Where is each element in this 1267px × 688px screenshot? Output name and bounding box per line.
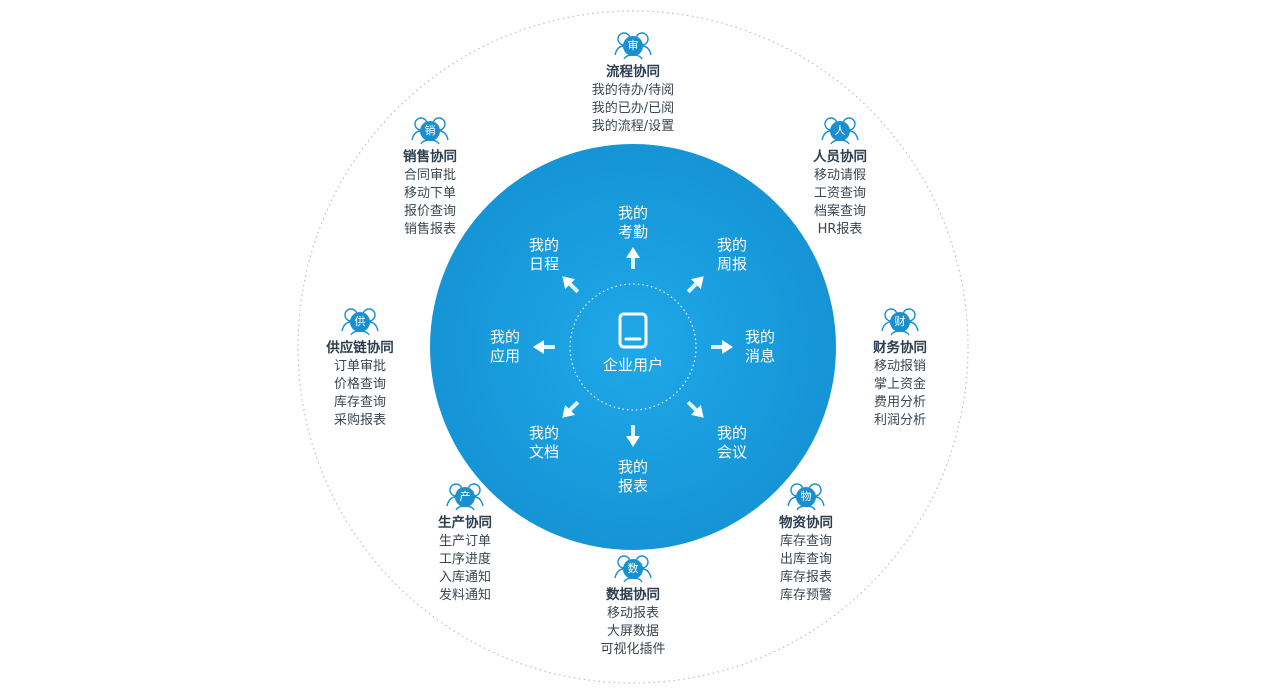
node-title: 销售协同 [403, 149, 457, 165]
node-badge: 销 [424, 124, 436, 137]
node-item: 订单审批 [333, 359, 386, 374]
arrow-icon [686, 400, 704, 418]
node-badge: 审 [627, 39, 639, 52]
node-item: 库存预警 [779, 588, 832, 603]
node-item: 价格查询 [333, 377, 386, 392]
node-item: 生产订单 [438, 534, 491, 549]
node-item: 移动请假 [813, 168, 866, 183]
people-group-icon: 人 [820, 112, 860, 146]
node-item: 库存报表 [779, 570, 832, 585]
node-item: 采购报表 [333, 413, 386, 428]
node-item: 我的已办/已阅 [591, 101, 675, 116]
node-title: 生产协同 [438, 515, 492, 531]
spoke-label: 报表 [618, 477, 648, 495]
node-badge: 数 [627, 562, 639, 575]
node-item: 工序进度 [438, 552, 491, 567]
spoke-label: 我的 [618, 204, 648, 222]
node-badge: 物 [800, 490, 812, 503]
collab-node: 审流程协同我的待办/待阅我的已办/已阅我的流程/设置 [563, 27, 703, 136]
node-item: 合同审批 [403, 168, 456, 183]
node-item: 移动报表 [606, 606, 659, 621]
node-item: 掌上资金 [873, 377, 926, 392]
spoke-label: 周报 [717, 255, 747, 273]
arrow-icon [626, 425, 640, 447]
people-group-icon: 销 [410, 112, 450, 146]
spoke-label: 文档 [529, 443, 559, 461]
spoke-label: 我的 [618, 458, 648, 476]
people-group-icon: 物 [786, 478, 826, 512]
node-title: 物资协同 [779, 515, 833, 531]
arrow-icon [562, 276, 580, 294]
people-group-icon: 财 [880, 303, 920, 337]
people-group-icon: 数 [613, 550, 653, 584]
collab-node: 产生产协同生产订单工序进度入库通知发料通知 [395, 478, 535, 605]
node-item: 利润分析 [873, 413, 926, 428]
spoke-label: 会议 [717, 443, 747, 461]
collab-node: 财财务协同移动报销掌上资金费用分析利润分析 [830, 303, 970, 430]
spoke-label: 我的 [717, 424, 747, 442]
node-item: 我的待办/待阅 [591, 83, 675, 98]
node-badge: 人 [834, 124, 846, 137]
spoke-label: 应用 [490, 347, 520, 365]
node-badge: 产 [459, 490, 471, 503]
node-item: 费用分析 [873, 395, 926, 410]
node-item: 报价查询 [403, 204, 456, 219]
node-item: HR报表 [817, 222, 863, 237]
spoke-label: 考勤 [618, 223, 648, 241]
tablet-icon [618, 312, 648, 349]
spoke-label: 我的 [490, 328, 520, 346]
center-label: 企业用户 [603, 356, 663, 374]
people-group-icon: 产 [445, 478, 485, 512]
collab-node: 人人员协同移动请假工资查询档案查询 HR报表 [770, 112, 910, 239]
collab-node: 数数据协同移动报表大屏数据可视化插件 [563, 550, 703, 659]
spoke-label: 我的 [529, 424, 559, 442]
node-item: 发料通知 [438, 588, 491, 603]
node-title: 人员协同 [813, 149, 867, 165]
node-item: 移动报销 [873, 359, 926, 374]
outer-dotted-ring [297, 10, 969, 684]
node-item: 出库查询 [779, 552, 832, 567]
spoke-label: 日程 [529, 255, 559, 273]
node-item: 档案查询 [813, 204, 866, 219]
node-item: 销售报表 [403, 222, 456, 237]
node-title: 财务协同 [873, 340, 927, 356]
node-badge: 财 [894, 315, 906, 328]
collab-node: 物物资协同库存查询出库查询库存报表库存预警 [736, 478, 876, 605]
node-item: 库存查询 [779, 534, 832, 549]
collab-node: 销销售协同合同审批移动下单报价查询销售报表 [360, 112, 500, 239]
people-group-icon: 供 [340, 303, 380, 337]
inner-dotted-circle [569, 283, 697, 411]
node-item: 大屏数据 [606, 624, 659, 639]
node-item: 移动下单 [403, 186, 456, 201]
arrow-icon [711, 340, 733, 354]
spoke-label: 消息 [745, 347, 775, 365]
collab-node: 供供应链协同订单审批价格查询库存查询采购报表 [290, 303, 430, 430]
spoke-label: 我的 [745, 328, 775, 346]
node-item: 工资查询 [813, 186, 866, 201]
node-title: 数据协同 [606, 587, 660, 603]
node-title: 流程协同 [606, 64, 660, 80]
spoke-label: 我的 [717, 236, 747, 254]
node-item: 入库通知 [438, 570, 491, 585]
arrow-icon [533, 340, 555, 354]
node-item: 我的流程/设置 [591, 119, 675, 134]
spoke-label: 我的 [529, 236, 559, 254]
arrow-icon [562, 400, 580, 418]
people-group-icon: 审 [613, 27, 653, 61]
node-item: 库存查询 [333, 395, 386, 410]
node-item: 可视化插件 [600, 642, 666, 657]
node-title: 供应链协同 [326, 340, 394, 356]
arrow-icon [686, 276, 704, 294]
node-badge: 供 [354, 315, 366, 328]
arrow-icon [626, 247, 640, 269]
